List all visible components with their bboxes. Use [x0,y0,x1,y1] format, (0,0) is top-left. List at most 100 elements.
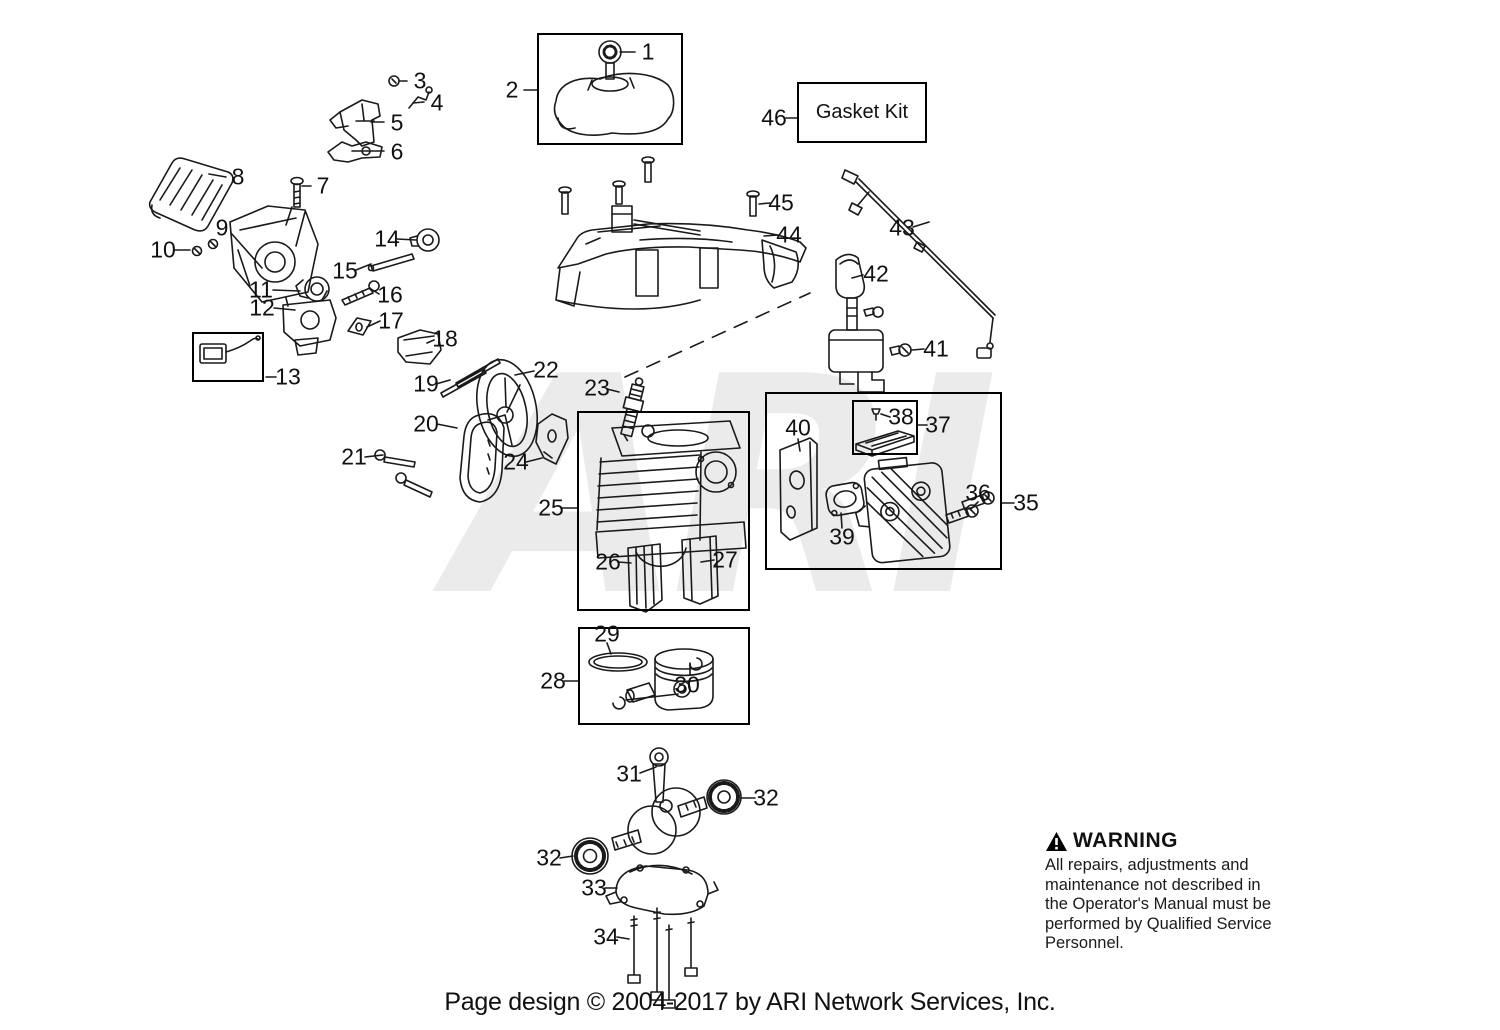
callout-11[interactable]: 11 [249,276,273,303]
part-27-plate [681,535,719,605]
part-45-screws [558,156,760,217]
part-wrist-pin [625,682,656,703]
callout-32-right[interactable]: 32 [753,784,779,811]
callout-41[interactable]: 41 [923,335,949,362]
part-20-shroud [459,412,505,503]
callout-3[interactable]: 3 [413,67,427,94]
callout-24[interactable]: 24 [503,448,529,475]
part-32-bearing-right [706,779,742,815]
callout-46[interactable]: 46 [761,104,787,131]
callout-2[interactable]: 2 [505,76,519,103]
part-30-retainer-clips [612,657,703,710]
callout-44[interactable]: 44 [776,221,802,248]
callout-1[interactable]: 1 [641,38,655,65]
callout-17[interactable]: 17 [378,307,404,334]
part-40-heat-shield [779,437,818,541]
part-18-intake-boot [397,329,442,365]
callout-16[interactable]: 16 [377,281,403,308]
part-34-bolts [627,907,698,1009]
callout-37[interactable]: 37 [925,411,951,438]
warning-note: WARNING All repairs, adjustments and mai… [1045,829,1287,954]
part-4-choke-rod [408,86,433,109]
callout-18[interactable]: 18 [432,325,458,352]
callout-26[interactable]: 26 [595,548,621,575]
callout-10[interactable]: 10 [150,236,176,263]
callout-28[interactable]: 28 [540,667,566,694]
callout-20[interactable]: 20 [413,410,439,437]
callout-38[interactable]: 38 [888,403,914,430]
ari-watermark: ARI [452,313,999,662]
callout-34[interactable]: 34 [593,923,619,950]
part-29-piston-ring [588,652,648,672]
part-23-spark-plug [620,377,645,442]
part-44-engine-cover [555,205,807,310]
callout-21[interactable]: 21 [341,443,367,470]
spark-arrestor-group-box [852,400,918,455]
part-6-lever-bracket [327,141,383,163]
cylinder-group-box [577,411,750,611]
callout-19[interactable]: 19 [413,370,439,397]
ignition-module-group-box [192,332,264,382]
callout-29[interactable]: 29 [594,620,620,647]
part-piston [654,648,714,711]
part-19-rods [440,358,501,398]
part-10-nuts [191,238,219,257]
callout-15[interactable]: 15 [332,257,358,284]
part-16-screw [341,280,380,306]
gasket-kit-label: Gasket Kit [815,101,909,123]
callout-30[interactable]: 30 [674,671,700,698]
part-43-throttle-cable [841,169,996,359]
callout-33[interactable]: 33 [581,874,607,901]
callout-9[interactable]: 9 [215,214,229,241]
callout-22[interactable]: 22 [533,356,559,383]
callout-13[interactable]: 13 [275,363,301,390]
part-22-starter-housing [476,358,538,458]
callout-6[interactable]: 6 [390,138,404,165]
part-41-screw [889,343,912,357]
part-32-bearing-left [571,837,609,875]
part-31-crankshaft [611,747,708,855]
callout-40[interactable]: 40 [785,414,811,441]
callout-7[interactable]: 7 [316,172,330,199]
part-42-primer-assembly [828,253,885,393]
callout-42[interactable]: 42 [863,260,889,287]
part-1-fuel-cap [598,40,622,80]
part-muffler-body [855,456,951,564]
fuel-tank-group-box [537,33,683,145]
part-24-bracket [535,413,569,465]
part-9-air-filter-base [229,205,319,303]
warning-triangle-icon [1045,831,1068,852]
callout-4[interactable]: 4 [430,89,444,116]
part-12-carburetor [282,290,337,356]
part-8-air-filter-cover [148,157,234,232]
piston-group-box [578,627,750,725]
callout-32-left[interactable]: 32 [536,844,562,871]
part-38-screw [871,408,881,421]
gasket-kit-box[interactable]: Gasket Kit [797,82,927,143]
page-footer: Page design © 2004-2017 by ARI Network S… [444,988,1056,1016]
spark-plug-wire-dashed-line [624,292,811,378]
part-2-fuel-tank [553,72,675,136]
warning-title: WARNING [1073,829,1178,852]
callout-14[interactable]: 14 [374,225,400,252]
part-3-nut [388,75,400,87]
callout-25[interactable]: 25 [538,494,564,521]
callout-8[interactable]: 8 [231,163,245,190]
callout-5[interactable]: 5 [390,109,404,136]
part-screw-upper [863,306,884,318]
callout-31[interactable]: 31 [616,760,642,787]
callout-27[interactable]: 27 [712,546,738,573]
callout-39[interactable]: 39 [829,523,855,550]
callout-12[interactable]: 12 [249,294,275,321]
part-7-screw [285,176,304,226]
callout-36[interactable]: 36 [965,479,991,506]
part-21-screws [374,449,433,498]
warning-body: All repairs, adjustments and maintenance… [1045,856,1272,952]
callout-45[interactable]: 45 [768,189,794,216]
callout-43[interactable]: 43 [889,214,915,241]
callout-35[interactable]: 35 [1013,489,1039,516]
part-14-knob [409,228,440,252]
callout-23[interactable]: 23 [584,374,610,401]
